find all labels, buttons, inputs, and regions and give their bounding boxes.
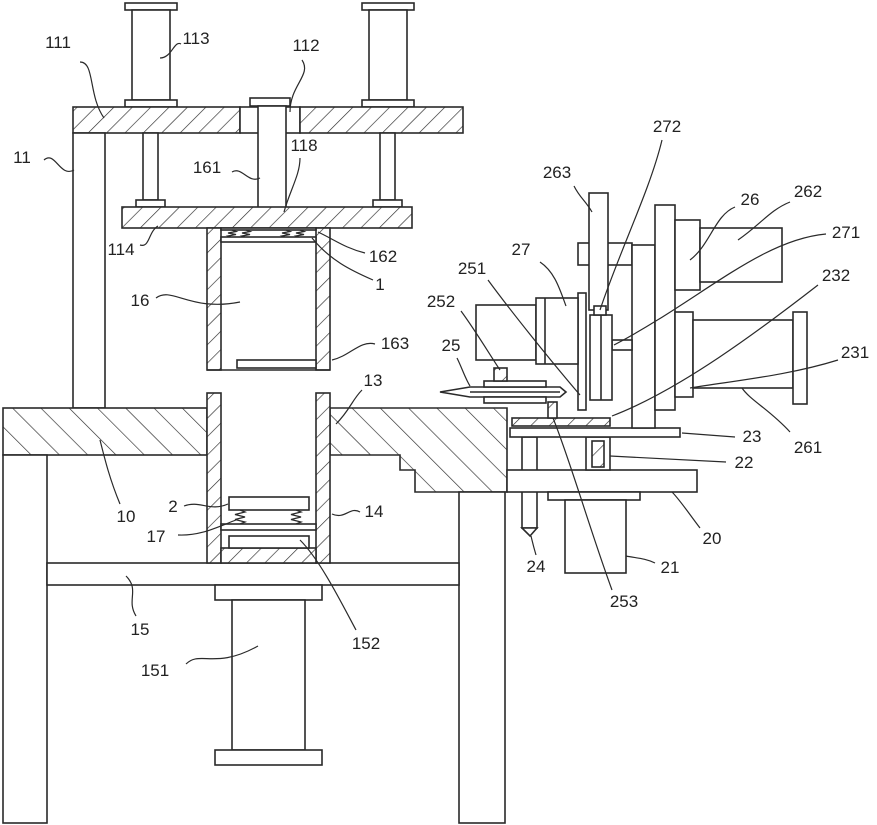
frame-upright-a: [632, 245, 655, 428]
leader-line-21: [626, 556, 655, 563]
strip-232: [512, 418, 610, 426]
leader-line-112: [290, 60, 305, 112]
ref-numeral-262: 262: [794, 182, 822, 201]
pressing-plate-163: [237, 360, 316, 368]
support-plate-20: [507, 470, 697, 492]
ref-numeral-152: 152: [352, 634, 380, 653]
leader-line-261: [742, 388, 790, 432]
fastener-252: [494, 368, 507, 381]
plate-263: [589, 193, 608, 310]
leader-line-161: [232, 171, 260, 179]
ref-numeral-23: 23: [743, 427, 762, 446]
ref-numeral-17: 17: [147, 527, 166, 546]
ref-numeral-20: 20: [703, 529, 722, 548]
ref-numeral-162: 162: [369, 247, 397, 266]
ejector-plate-152: [229, 536, 309, 548]
motor-26: [675, 220, 782, 290]
ref-numeral-272: 272: [653, 117, 681, 136]
ref-numeral-16: 16: [131, 291, 150, 310]
pin-253: [548, 402, 557, 418]
ref-numeral-1: 1: [375, 275, 384, 294]
cylinder-21: [548, 492, 640, 573]
saw-blade-25: [440, 381, 566, 403]
guide-rod-right: [373, 133, 402, 207]
ref-numeral-14: 14: [365, 502, 384, 521]
table-leg-right: [459, 492, 505, 823]
cylinder-113-right: [362, 3, 414, 107]
ref-numeral-111: 111: [45, 33, 71, 52]
table-leg-left: [3, 455, 47, 823]
ref-numeral-252: 252: [427, 292, 455, 311]
ref-numeral-25: 25: [442, 336, 461, 355]
leader-line-114: [140, 226, 158, 245]
ref-numeral-21: 21: [661, 558, 680, 577]
leader-line-20: [672, 492, 700, 528]
plate-251: [578, 293, 586, 410]
ref-numeral-15: 15: [131, 620, 150, 639]
disc-271: [590, 315, 612, 400]
ref-numeral-253: 253: [610, 592, 638, 611]
ref-numeral-251: 251: [458, 259, 486, 278]
upper-mold-1: [207, 228, 330, 370]
moving-plate-114: [122, 207, 412, 228]
guide-rod-left: [136, 133, 165, 207]
leader-line-11: [44, 158, 74, 172]
plate-2: [229, 497, 309, 510]
column-11: [73, 133, 105, 408]
ref-numeral-112: 112: [292, 36, 319, 55]
ref-numeral-263: 263: [543, 163, 571, 182]
ref-numeral-151: 151: [141, 661, 169, 680]
ref-numeral-113: 113: [182, 29, 209, 48]
ref-numeral-232: 232: [822, 266, 850, 285]
frame-upright-b: [655, 205, 675, 410]
ref-numeral-2: 2: [168, 497, 177, 516]
springs-162: [221, 228, 316, 242]
ref-numeral-261: 261: [794, 438, 822, 457]
leader-line-16: [156, 295, 240, 305]
ref-numeral-11: 11: [13, 148, 31, 167]
ref-numeral-13: 13: [364, 371, 383, 390]
ref-numeral-26: 26: [741, 190, 760, 209]
leader-line-24: [531, 536, 536, 555]
ref-numeral-10: 10: [117, 507, 136, 526]
crossbar-15: [47, 563, 459, 585]
table-top-10-right: [330, 408, 507, 492]
ref-numeral-271: 271: [832, 223, 860, 242]
ref-numeral-163: 163: [381, 334, 409, 353]
leader-line-14: [332, 510, 360, 515]
leader-line-22: [610, 456, 726, 462]
cylinder-113-left: [125, 3, 177, 107]
ref-numeral-161: 161: [193, 158, 221, 177]
table-top-10-left: [3, 408, 207, 455]
cylinder-151: [215, 585, 322, 765]
ref-numeral-27: 27: [512, 240, 531, 259]
holder-22: [586, 437, 610, 470]
ref-numeral-114: 114: [107, 240, 134, 259]
leader-line-23: [682, 433, 735, 437]
ref-numeral-22: 22: [735, 453, 754, 472]
ref-numeral-118: 118: [290, 136, 317, 155]
connector-272: [594, 306, 606, 315]
leader-line-163: [332, 343, 375, 360]
ref-numeral-24: 24: [527, 557, 546, 576]
slide-plate-23: [510, 428, 680, 437]
leader-line-25: [457, 358, 470, 386]
motor-261: [675, 312, 807, 404]
ref-numeral-231: 231: [841, 343, 869, 362]
